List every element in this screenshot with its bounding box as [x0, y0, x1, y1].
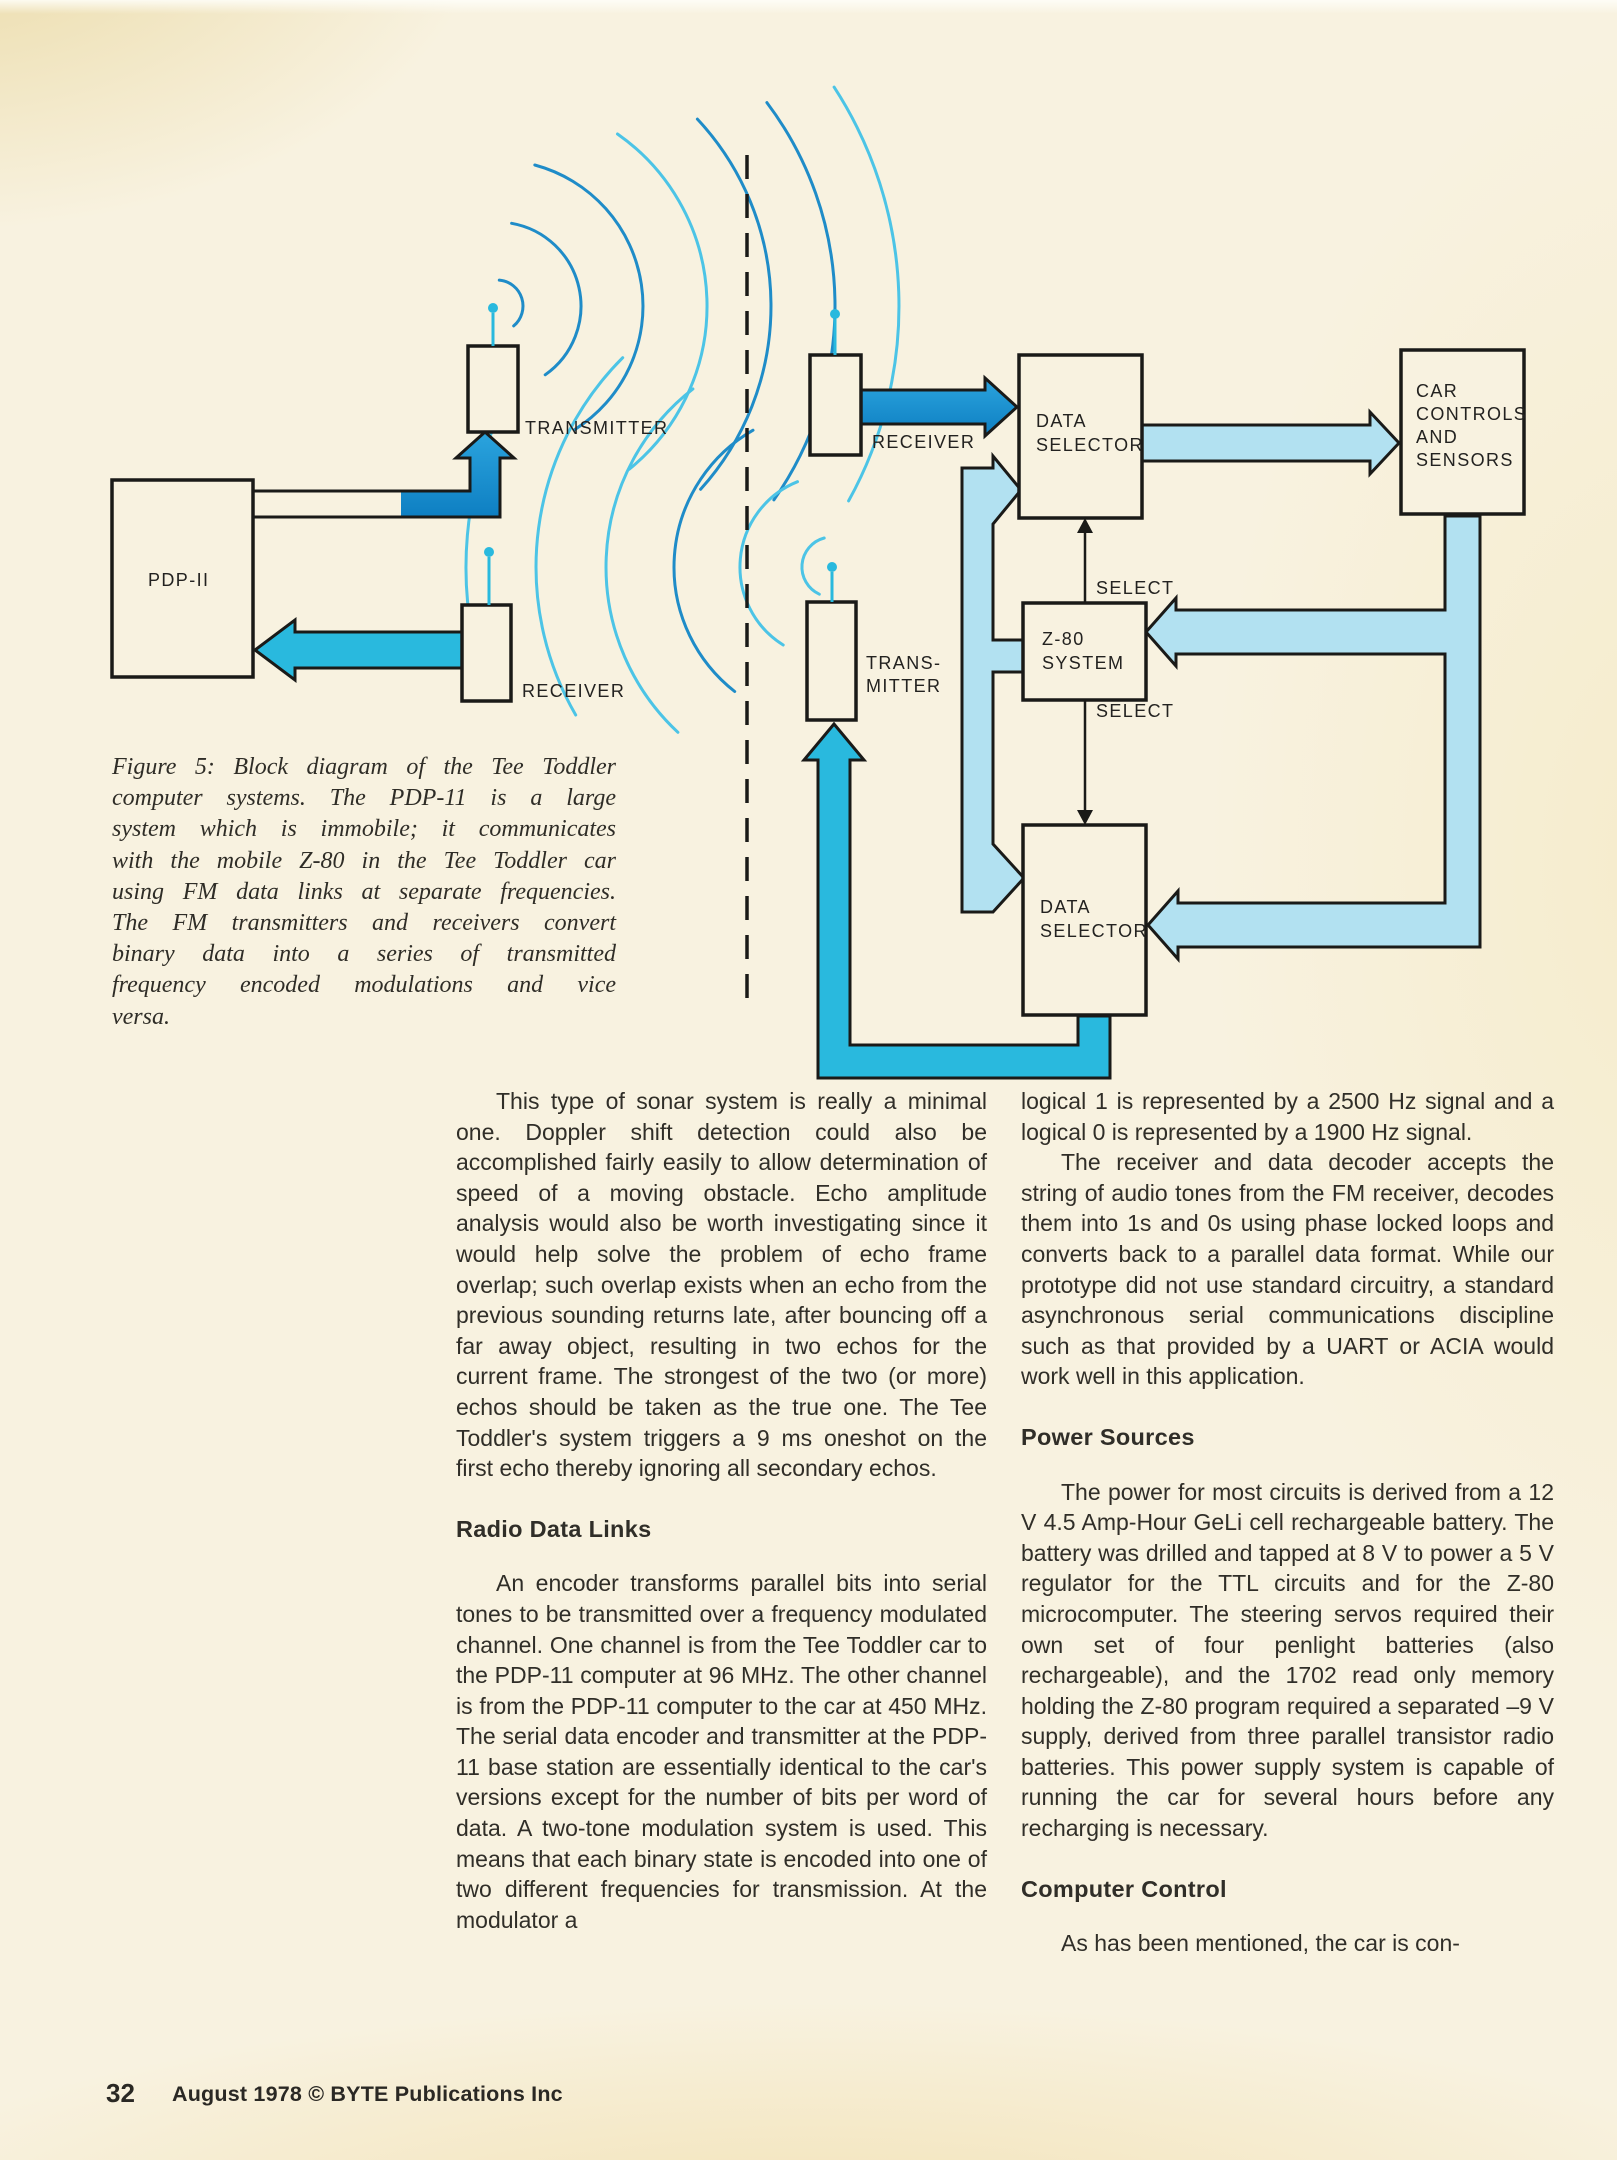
radio-wave-arc — [604, 387, 695, 734]
body-paragraph: The receiver and data decoder accepts th… — [1021, 1149, 1554, 1390]
z80-system-box — [1021, 601, 1148, 702]
car-sensors-bus-pipe — [1143, 514, 1482, 963]
data-selector-bottom-label-2: SELECTOR — [1040, 921, 1148, 941]
z80-output-bus-pipe — [960, 451, 1027, 914]
data-selector-bottom-box — [1021, 823, 1148, 1017]
body-paragraph: logical 1 is represented by a 2500 Hz si… — [1021, 1088, 1554, 1145]
section-heading: Radio Data Links — [456, 1515, 652, 1542]
car-controls-label-4: SENSORS — [1416, 450, 1514, 470]
section-heading: Computer Control — [1021, 1875, 1227, 1902]
pdp11-to-transmitter-pipe-outline — [251, 429, 518, 519]
receiver-to-pdp11-arrow — [252, 617, 464, 683]
body-paragraph: The power for most circuits is derived f… — [1021, 1478, 1554, 1842]
antenna-receiver-right — [830, 309, 840, 355]
car-controls-label-3: AND — [1416, 427, 1458, 447]
car-controls-label-2: CONTROLS — [1416, 404, 1527, 424]
data-selector-to-car-controls-arrow — [1140, 408, 1402, 478]
radio-wave-arc — [800, 536, 826, 596]
radio-wave-arc — [765, 101, 837, 502]
transmitter-right-box — [805, 600, 858, 722]
caption-line: using FM data links at separate frequenc… — [112, 878, 616, 905]
data-selector-bottom-label-1: DATA — [1040, 897, 1091, 917]
z80-label-1: Z-80 — [1042, 629, 1085, 649]
footer-credit: August 1978 © BYTE Publications Inc — [172, 2082, 563, 2106]
radio-wave-arc — [497, 278, 525, 328]
transmitter-left-box — [466, 344, 520, 434]
article-column-right: logical 1 is represented by a 2500 Hz si… — [1021, 1086, 1554, 1959]
caption-line: frequency encoded modulations and vice — [112, 972, 616, 999]
transmitter-left-label: TRANSMITTER — [525, 418, 668, 438]
body-paragraph: An encoder transforms parallel bits into… — [456, 1570, 987, 1933]
select-bottom-label: SELECT — [1096, 701, 1174, 721]
transmitter-right-label-1: TRANS- — [866, 653, 941, 673]
receiver-to-data-selector-arrow — [859, 374, 1020, 440]
car-controls-box — [1399, 348, 1526, 516]
caption-line: versa. — [112, 1003, 170, 1030]
antenna-transmitter-left — [488, 303, 498, 346]
radio-wave-arc — [534, 356, 625, 717]
pdp11-box — [110, 478, 255, 679]
pdp11-to-transmitter-pipe-blue — [401, 432, 514, 517]
article-column-left: This type of sonar system is really a mi… — [456, 1086, 987, 1935]
page-number: 32 — [106, 2078, 135, 2108]
car-controls-label-1: CAR — [1416, 381, 1458, 401]
radio-wave-arc — [738, 480, 799, 647]
radio-wave-arc — [672, 428, 755, 693]
data-selector-top-box — [1017, 353, 1144, 520]
receiver-left-label: RECEIVER — [522, 681, 625, 701]
caption-line: binary data into a series of transmitted — [112, 941, 616, 968]
body-paragraph: This type of sonar system is really a mi… — [456, 1088, 987, 1482]
figure-caption: Figure 5: Block diagram of the Tee Toddl… — [112, 752, 616, 1033]
z80-label-2: SYSTEM — [1042, 653, 1124, 673]
data-selector-top-label-2: SELECTOR — [1036, 435, 1144, 455]
caption-line: with the mobile Z-80 in the Tee Toddler … — [112, 847, 616, 874]
data-selector-top-label-1: DATA — [1036, 411, 1087, 431]
receiver-right-label: RECEIVER — [872, 432, 975, 452]
body-paragraph: As has been mentioned, the car is con- — [1061, 1930, 1460, 1957]
caption-line: computer systems. The PDP-11 is a large — [112, 785, 616, 812]
radio-wave-arc — [832, 85, 901, 503]
radio-wave-arc — [510, 221, 583, 377]
pdp11-label: PDP-II — [148, 570, 209, 590]
select-arrow-bottom — [1077, 700, 1093, 825]
radio-wave-arc — [533, 163, 645, 432]
select-arrow-top — [1077, 518, 1093, 603]
antenna-transmitter-right — [827, 562, 837, 602]
receiver-left-box — [460, 603, 513, 703]
page-footer: 32 August 1978 © BYTE Publications Inc — [0, 2076, 1617, 2116]
receiver-right-box — [808, 353, 863, 457]
caption-line: Figure 5: Block diagram of the Tee Toddl… — [112, 754, 616, 780]
transmitter-right-label-2: MITTER — [866, 676, 941, 696]
antenna-receiver-left — [484, 547, 494, 605]
caption-line: The FM transmitters and receivers conver… — [112, 910, 616, 937]
section-heading: Power Sources — [1021, 1423, 1195, 1450]
select-top-label: SELECT — [1096, 578, 1174, 598]
caption-line: system which is immobile; it communicate… — [112, 816, 616, 843]
radio-wave-arc — [616, 132, 709, 471]
data-selector-to-transmitter-pipe — [800, 721, 1112, 1080]
